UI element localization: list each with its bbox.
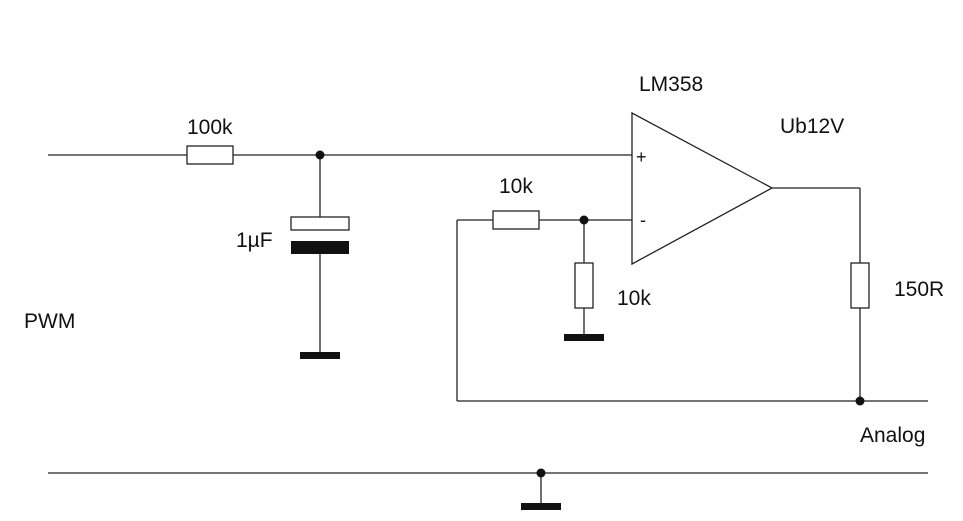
- ground-symbol-rail: [521, 503, 561, 510]
- wires: [48, 154, 928, 503]
- label-resistor-feedback: 10k: [499, 175, 533, 198]
- label-resistor-ground: 10k: [617, 287, 651, 310]
- capacitor-plate-bottom: [291, 241, 349, 254]
- junction-output: [855, 396, 865, 406]
- opamp-triangle: [631, 111, 774, 266]
- label-resistor-100k: 100k: [187, 116, 233, 139]
- label-pin-minus: -: [640, 210, 646, 230]
- capacitor-plate-top: [290, 216, 350, 231]
- label-supply-voltage: Ub12V: [780, 115, 844, 138]
- resistor-150r: [850, 262, 870, 309]
- junction-minus-rgnd: [579, 215, 589, 225]
- label-capacitor: 1µF: [236, 229, 273, 252]
- ground-symbol-rgnd: [564, 334, 604, 341]
- label-opamp-model: LM358: [639, 73, 703, 96]
- ground-symbol-cap: [300, 352, 340, 359]
- junction-input-cap: [315, 150, 325, 160]
- label-output-analog: Analog: [860, 424, 925, 447]
- resistor-100k: [186, 145, 234, 165]
- label-input-pwm: PWM: [24, 310, 75, 333]
- resistor-ground-10k: [574, 262, 594, 309]
- junction-ground-rail: [536, 468, 546, 478]
- label-resistor-150r: 150R: [894, 278, 944, 301]
- label-pin-plus: +: [636, 147, 647, 167]
- resistor-feedback-10k: [492, 210, 540, 230]
